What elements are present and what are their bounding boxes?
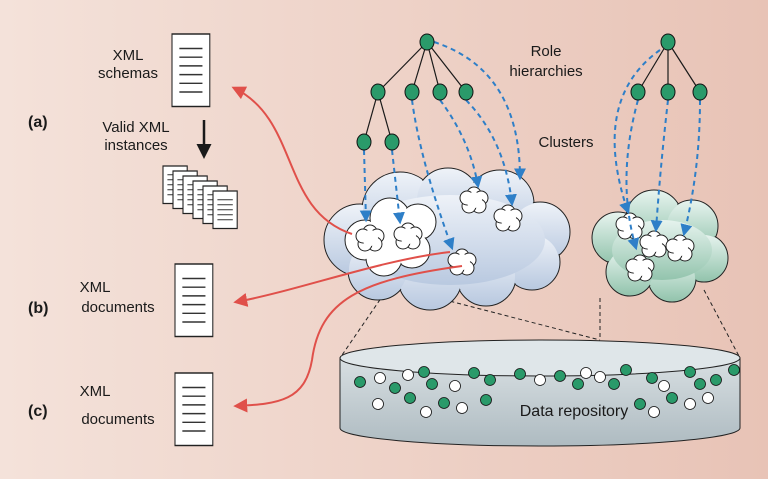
data-repository-cylinder: Data repository — [339, 339, 741, 447]
data-repository-label: Data repository — [520, 403, 629, 420]
xml-documents-b-document-icon — [174, 263, 214, 338]
role-hierarchy-tree-left — [363, 41, 467, 143]
xml-schemas-label-line1: XML — [113, 47, 144, 64]
tree-nodes — [356, 33, 708, 151]
part-b-label: (b) — [28, 300, 48, 317]
xml-documents-b-label-line1: XML — [80, 279, 111, 296]
part-a-label: (a) — [28, 114, 48, 131]
xml-documents-c-label-line1: XML — [80, 383, 111, 400]
xml-schemas-label-line2: schemas — [98, 65, 158, 82]
valid-xml-label-line2: instances — [104, 137, 167, 154]
part-c-label: (c) — [28, 403, 48, 420]
xml-documents-b-label-line2: documents — [81, 299, 154, 316]
xml-schemas-document-icon — [171, 33, 211, 108]
cluster-assignment-arrows — [359, 41, 701, 251]
xml-documents-c-document-icon — [174, 372, 214, 447]
role-hierarchies-label-line1: Role — [531, 43, 562, 60]
red-mapping-arrows — [231, 86, 463, 413]
role-hierarchies-label-line2: hierarchies — [509, 63, 582, 80]
clusters-label: Clusters — [538, 134, 593, 151]
repository-dots — [354, 364, 740, 418]
valid-xml-label-line1: Valid XML — [102, 119, 169, 136]
xml-documents-c-label-line2: documents — [81, 411, 154, 428]
